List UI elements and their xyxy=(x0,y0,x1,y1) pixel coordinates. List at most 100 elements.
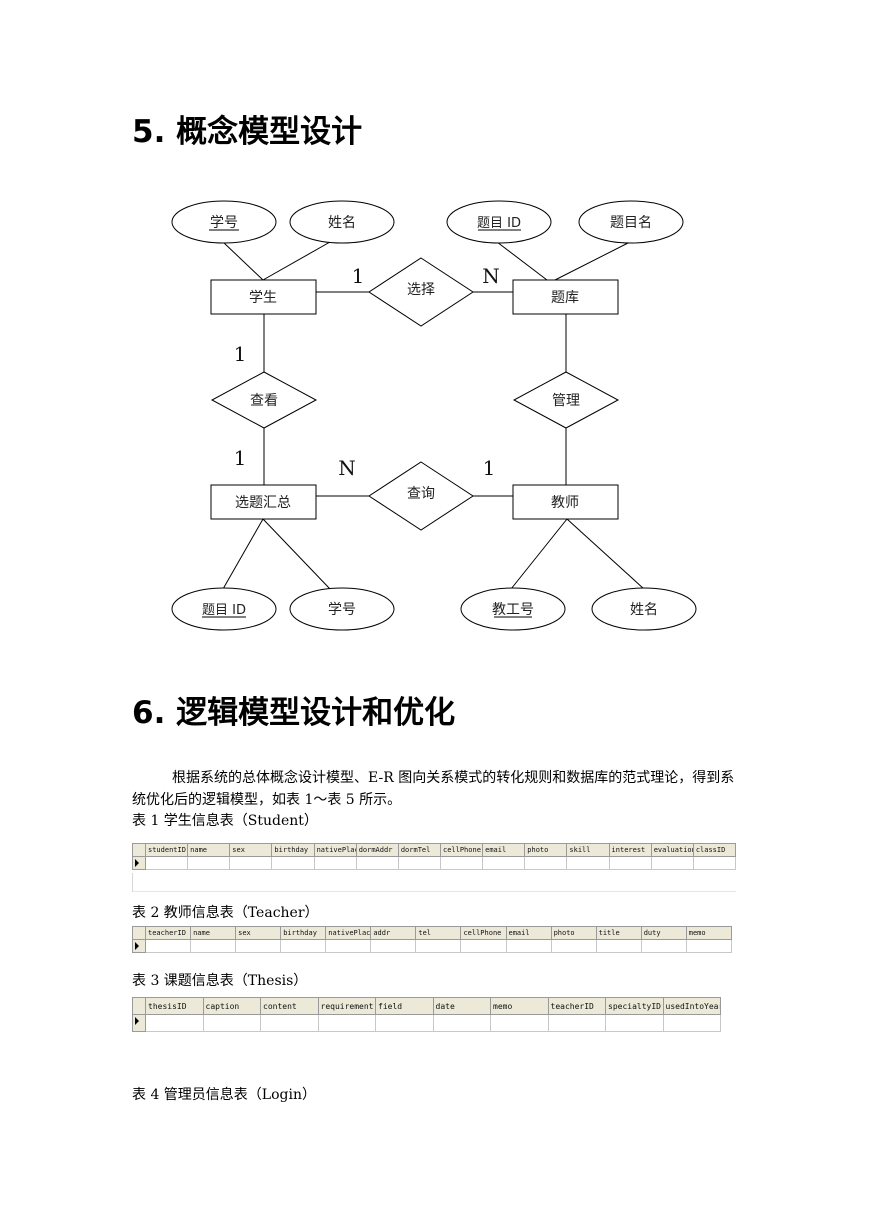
table-cell[interactable] xyxy=(415,939,462,953)
card-view-bottom: 1 xyxy=(234,446,247,470)
row-selector-icon[interactable] xyxy=(132,939,146,953)
table-cell[interactable] xyxy=(144,939,192,953)
table-cell[interactable] xyxy=(145,1014,204,1032)
attr-summary-sid: 学号 xyxy=(328,602,356,618)
column-header[interactable]: specialtyID xyxy=(605,997,664,1015)
attr-summary-id-ellipse xyxy=(171,587,277,631)
column-header[interactable]: birthday xyxy=(271,843,315,857)
column-header[interactable]: email xyxy=(482,843,526,857)
table-2-caption: 表 2 教师信息表（Teacher） xyxy=(132,905,319,921)
column-header[interactable]: evaluation xyxy=(650,843,694,857)
table-cell[interactable] xyxy=(439,856,484,870)
corner-cell xyxy=(132,997,146,1015)
column-header[interactable]: dormTel xyxy=(397,843,441,857)
relation-select: 选择 xyxy=(407,282,435,298)
column-header[interactable]: email xyxy=(505,926,552,940)
column-header[interactable]: caption xyxy=(202,997,261,1015)
column-header[interactable]: tel xyxy=(415,926,462,940)
column-header[interactable]: interest xyxy=(608,843,652,857)
column-header[interactable]: title xyxy=(595,926,642,940)
column-header[interactable]: classID xyxy=(692,843,737,857)
table-cell[interactable] xyxy=(313,856,357,870)
column-header[interactable]: date xyxy=(432,997,491,1015)
table-row[interactable] xyxy=(132,1014,721,1032)
table-cell[interactable] xyxy=(325,939,372,953)
table-cell[interactable] xyxy=(355,856,399,870)
attr-bank-name-ellipse xyxy=(578,200,684,244)
column-header[interactable]: cellPhone xyxy=(460,926,507,940)
table-cell[interactable] xyxy=(547,1014,606,1032)
table-cell[interactable] xyxy=(662,1014,721,1032)
table-cell[interactable] xyxy=(187,856,231,870)
column-header[interactable]: content xyxy=(260,997,319,1015)
table-cell[interactable] xyxy=(566,856,610,870)
column-header[interactable]: memo xyxy=(685,926,733,940)
column-header[interactable]: sex xyxy=(235,926,282,940)
column-header[interactable]: nativePlace xyxy=(325,926,372,940)
er-diagram: 学号 姓名 题目 ID 题目名 题目 ID 学号 教工号 姓名 学生 题库 选题… xyxy=(171,200,697,631)
table-cell[interactable] xyxy=(202,1014,261,1032)
column-header[interactable]: sex xyxy=(229,843,273,857)
table-cell[interactable] xyxy=(280,939,327,953)
table-cell[interactable] xyxy=(229,856,273,870)
table-cell[interactable] xyxy=(370,939,417,953)
table-cell[interactable] xyxy=(550,939,597,953)
column-header[interactable]: addr xyxy=(370,926,417,940)
column-header[interactable]: photo xyxy=(524,843,568,857)
section-5-heading: 5. 概念模型设计 xyxy=(132,114,362,150)
column-header[interactable]: name xyxy=(187,843,231,857)
table-cell[interactable] xyxy=(490,1014,549,1032)
table-cell[interactable] xyxy=(190,939,237,953)
table-cell[interactable] xyxy=(235,939,282,953)
table-cell[interactable] xyxy=(505,939,552,953)
row-selector-icon[interactable] xyxy=(132,1014,146,1032)
section-6-number: 6. xyxy=(132,695,166,731)
entity-bank: 题库 xyxy=(551,290,579,306)
column-header[interactable]: memo xyxy=(490,997,549,1015)
table-cell[interactable] xyxy=(317,1014,376,1032)
column-header[interactable]: name xyxy=(190,926,237,940)
column-header[interactable]: teacherID xyxy=(144,926,192,940)
card-view-top: 1 xyxy=(234,342,247,366)
row-selector-icon[interactable] xyxy=(132,856,146,870)
table-cell[interactable] xyxy=(605,1014,664,1032)
column-header[interactable]: studentID xyxy=(144,843,189,857)
table-row[interactable] xyxy=(132,856,737,870)
column-header[interactable]: cellPhone xyxy=(439,843,484,857)
table-cell[interactable] xyxy=(144,856,189,870)
table-cell[interactable] xyxy=(608,856,652,870)
column-header[interactable]: photo xyxy=(550,926,597,940)
table-row[interactable] xyxy=(132,939,733,953)
table-cell[interactable] xyxy=(432,1014,491,1032)
entity-summary-box xyxy=(210,484,317,520)
column-header[interactable]: dormAddr xyxy=(355,843,399,857)
column-header[interactable]: field xyxy=(375,997,434,1015)
attr-student-id-ellipse xyxy=(171,200,277,244)
body-paragraph-text: 根据系统的总体概念设计模型、E-R 图向关系模式的转化规则和数据库的范式理论，得… xyxy=(132,770,735,808)
table-cell[interactable] xyxy=(524,856,568,870)
column-header[interactable]: birthday xyxy=(280,926,327,940)
table-cell[interactable] xyxy=(640,939,687,953)
table-cell[interactable] xyxy=(375,1014,434,1032)
table-cell[interactable] xyxy=(650,856,694,870)
table-cell[interactable] xyxy=(482,856,526,870)
table-cell[interactable] xyxy=(692,856,737,870)
entity-bank-box xyxy=(512,279,619,315)
column-header[interactable]: usedIntoYear xyxy=(662,997,721,1015)
table-cell[interactable] xyxy=(397,856,441,870)
table-cell[interactable] xyxy=(271,856,315,870)
column-header[interactable]: skill xyxy=(566,843,610,857)
column-header[interactable]: thesisID xyxy=(145,997,204,1015)
column-header[interactable]: requirement xyxy=(317,997,376,1015)
table-cell[interactable] xyxy=(685,939,733,953)
column-header[interactable]: duty xyxy=(640,926,687,940)
attr-bank-name: 题目名 xyxy=(610,215,652,231)
table-cell[interactable] xyxy=(260,1014,319,1032)
table-cell[interactable] xyxy=(595,939,642,953)
student-table[interactable]: studentIDnamesexbirthdaynativePlacedormA… xyxy=(132,843,737,870)
table-cell[interactable] xyxy=(460,939,507,953)
column-header[interactable]: teacherID xyxy=(547,997,606,1015)
column-header[interactable]: nativePlace xyxy=(313,843,357,857)
